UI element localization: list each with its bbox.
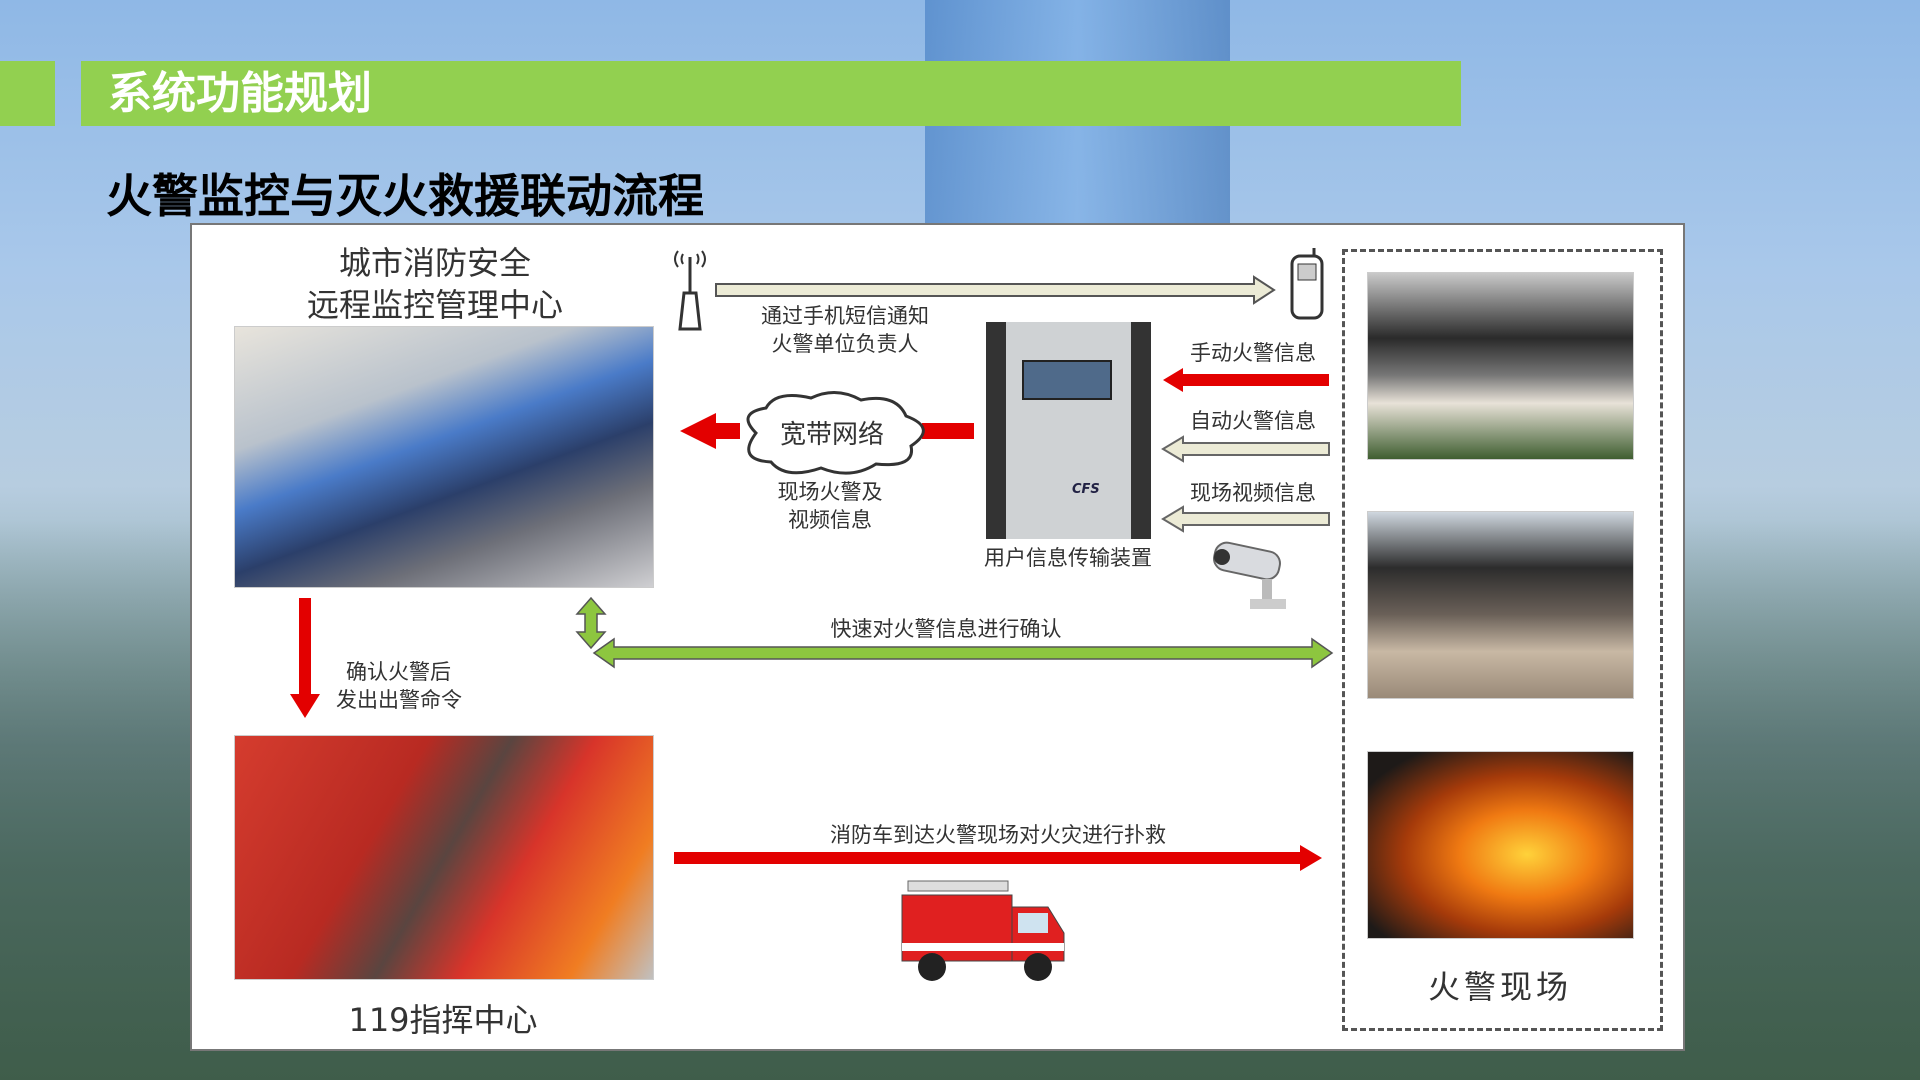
sms-notice-text: 通过手机短信通知火警单位负责人 [761, 304, 929, 356]
camera-icon [1213, 541, 1286, 609]
transmission-device: CFS [986, 322, 1151, 539]
dispatch-arrow [290, 598, 320, 718]
network-cloud [680, 391, 974, 475]
monitor-center-photo [234, 326, 654, 588]
mobile-phone-icon [1290, 248, 1324, 320]
auto-alarm-label: 自动火警信息 [1190, 409, 1316, 433]
fire-scene-photo-1 [1367, 272, 1634, 460]
confirm-label: 快速对火警信息进行确认 [830, 617, 1062, 641]
device-brand: CFS [1072, 482, 1100, 497]
title-bar [81, 61, 1461, 126]
fire-scene-photo-3 [1367, 751, 1634, 939]
rescue-arrow [674, 845, 1322, 871]
sms-arrow [715, 275, 1276, 305]
rescue-label: 消防车到达火警现场对火灾进行扑救 [830, 823, 1166, 847]
fire-scene-photo-2 [1367, 511, 1634, 699]
network-label: 宽带网络 [779, 420, 885, 450]
vertical-double-arrow [575, 596, 607, 650]
manual-alarm-arrow [1163, 368, 1329, 392]
page-title: 系统功能规划 [108, 68, 372, 119]
fire-scene-box [1342, 249, 1663, 1031]
video-info-label: 现场视频信息 [1190, 481, 1316, 505]
auto-alarm-arrow [1161, 435, 1330, 463]
antenna-icon [674, 250, 706, 331]
manual-alarm-label: 手动火警信息 [1190, 341, 1316, 365]
page-subtitle: 火警监控与灭火救援联动流程 [106, 169, 704, 223]
fire-station-photo [234, 735, 654, 980]
dispatch-text: 确认火警后发出出警命令 [336, 660, 462, 712]
video-info-arrow [1161, 505, 1330, 533]
command-center-label: 119指挥中心 [348, 1001, 538, 1039]
network-info-text: 现场火警及视频信息 [777, 480, 883, 532]
monitor-center-label: 城市消防安全远程监控管理中心 [306, 244, 564, 324]
fire-scene-label: 火警现场 [1427, 968, 1573, 1006]
device-label: 用户信息传输装置 [984, 546, 1152, 570]
confirm-double-arrow [592, 637, 1334, 669]
accent-block [0, 61, 55, 126]
device-screen [1022, 360, 1112, 400]
fire-truck-icon [901, 880, 1065, 981]
